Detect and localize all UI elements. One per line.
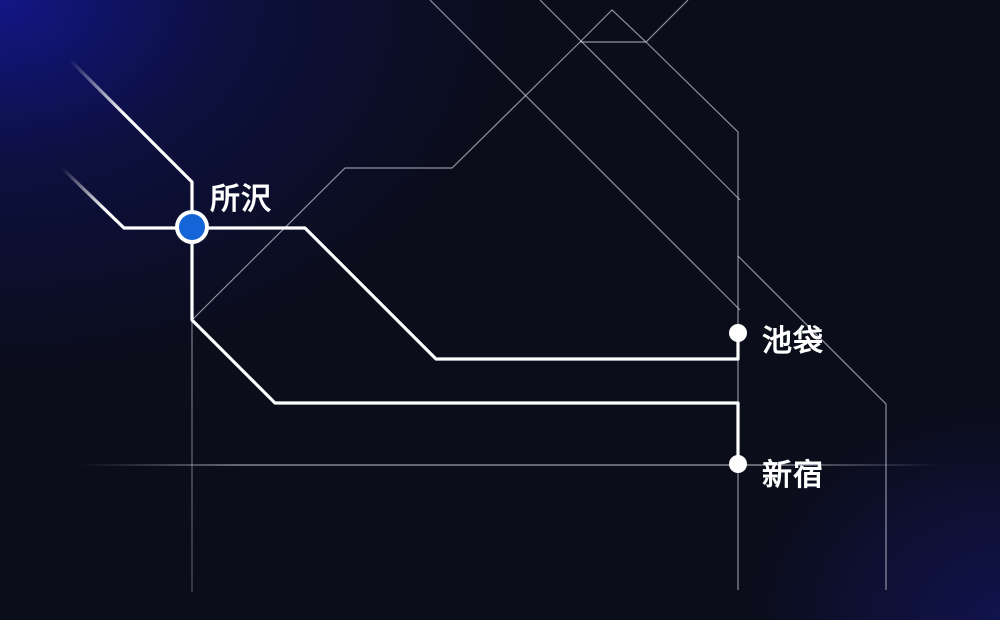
route-tokorozawa-ikebukuro [190,226,740,361]
route-west-fade [60,166,192,230]
network-line-diagonal-long [429,0,741,311]
main-routes [190,226,740,465]
station-label-tokorozawa: 所沢 [210,182,272,217]
ikebukuro-marker [729,324,747,342]
tokorozawa-marker-core [179,214,205,240]
shinjuku-marker [729,455,747,473]
route-tokorozawa-shinjuku [190,226,740,465]
station-label-ikebukuro: 池袋 [762,324,824,359]
network-lines [191,0,887,590]
network-line-north-west [191,41,581,321]
route-north-fade [68,58,194,228]
network-line-east-branch [645,41,739,590]
station-label-shinjuku: 新宿 [762,458,824,493]
network-line-east-outer [737,255,887,590]
network-line-top-v [579,0,689,43]
network-line-diagonal-mid [539,0,741,201]
